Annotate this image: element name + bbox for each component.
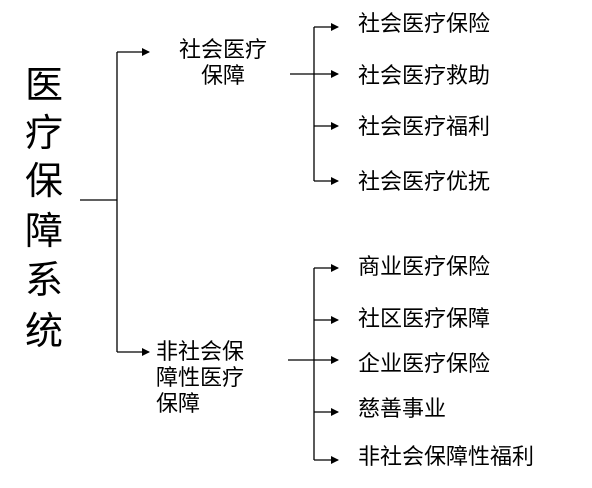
root-char-6: 统: [24, 309, 63, 353]
root-char-4: 障: [24, 209, 63, 253]
root-char-3: 保: [24, 159, 63, 203]
branch-1-line-1: 社会医疗: [178, 38, 267, 63]
leaf-2-2: 社区医疗保障: [358, 307, 491, 332]
root-char-2: 疗: [24, 111, 63, 155]
leaf-2-1: 商业医疗保险: [358, 255, 491, 280]
leaf-1-2: 社会医疗救助: [358, 64, 491, 89]
branch-1-line-2: 保障: [200, 64, 245, 89]
branch-1-label: 社会医疗 保障: [168, 38, 278, 90]
leaf-1-1: 社会医疗保险: [358, 12, 491, 37]
root-char-1: 医: [24, 63, 63, 107]
leaf-2-4: 慈善事业: [358, 397, 447, 422]
leaf-1-3: 社会医疗福利: [358, 115, 491, 140]
branch-2-line-1: 非社会保: [156, 340, 245, 365]
branch-2-line-2: 障性医疗: [156, 366, 245, 391]
leaf-2-3: 企业医疗保险: [358, 352, 491, 377]
leaf-2-5: 非社会保障性福利: [358, 445, 535, 470]
branch-2-label: 非社会保 障性医疗 保障: [156, 340, 244, 418]
leaf-1-4: 社会医疗优抚: [358, 170, 491, 195]
root-char-5: 系: [24, 258, 63, 302]
branch-2-line-3: 保障: [156, 392, 201, 417]
